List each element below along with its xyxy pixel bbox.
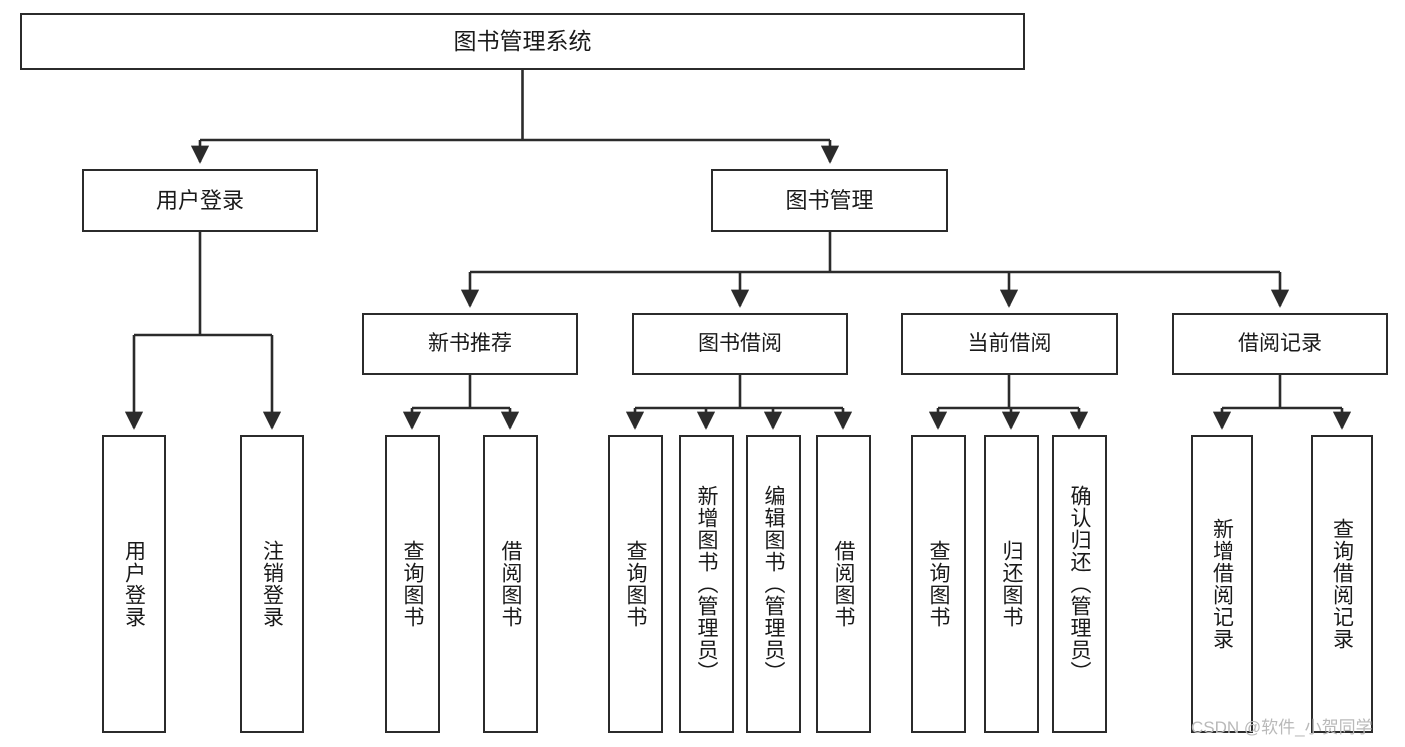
node-current-borrow-label: 当前借阅 <box>967 331 1052 355</box>
leaf-borrow-book-1-label: 借阅图书 <box>499 540 522 628</box>
leaf-query-book-3[interactable]: 查询图书 <box>911 435 966 733</box>
node-book-borrow-label: 图书借阅 <box>698 331 782 355</box>
node-book-manage[interactable]: 图书管理 <box>711 169 948 232</box>
leaf-add-book-label: 新增图书（管理员） <box>695 485 718 683</box>
leaf-confirm-return-label: 确认归还（管理员） <box>1068 485 1091 683</box>
leaf-query-book-1[interactable]: 查询图书 <box>385 435 440 733</box>
node-new-book-rec[interactable]: 新书推荐 <box>362 313 578 375</box>
node-book-manage-label: 图书管理 <box>785 187 874 213</box>
leaf-add-record[interactable]: 新增借阅记录 <box>1191 435 1253 733</box>
leaf-add-record-label: 新增借阅记录 <box>1210 518 1234 650</box>
node-new-book-rec-label: 新书推荐 <box>428 331 512 355</box>
leaf-edit-book[interactable]: 编辑图书（管理员） <box>746 435 801 733</box>
leaf-user-login-label: 用户登录 <box>122 540 146 628</box>
node-current-borrow[interactable]: 当前借阅 <box>901 313 1118 375</box>
leaf-borrow-book-2-label: 借阅图书 <box>832 540 855 628</box>
csdn-watermark: CSDN @软件_小贺同学 <box>1191 718 1373 737</box>
leaf-query-book-3-label: 查询图书 <box>927 540 950 628</box>
leaf-user-logout[interactable]: 注销登录 <box>240 435 304 733</box>
leaf-query-record[interactable]: 查询借阅记录 <box>1311 435 1373 733</box>
leaf-return-book[interactable]: 归还图书 <box>984 435 1039 733</box>
leaf-borrow-book-1[interactable]: 借阅图书 <box>483 435 538 733</box>
leaf-confirm-return[interactable]: 确认归还（管理员） <box>1052 435 1107 733</box>
node-root-label: 图书管理系统 <box>453 28 592 55</box>
node-borrow-record[interactable]: 借阅记录 <box>1172 313 1388 375</box>
leaf-return-book-label: 归还图书 <box>1000 540 1023 628</box>
leaf-user-login[interactable]: 用户登录 <box>102 435 166 733</box>
leaf-query-book-2-label: 查询图书 <box>624 540 647 628</box>
node-book-borrow[interactable]: 图书借阅 <box>632 313 848 375</box>
node-user-login-label: 用户登录 <box>155 187 244 213</box>
node-root[interactable]: 图书管理系统 <box>20 13 1025 70</box>
node-user-login[interactable]: 用户登录 <box>82 169 318 232</box>
leaf-edit-book-label: 编辑图书（管理员） <box>762 485 785 683</box>
leaf-query-record-label: 查询借阅记录 <box>1330 518 1354 650</box>
leaf-add-book[interactable]: 新增图书（管理员） <box>679 435 734 733</box>
leaf-borrow-book-2[interactable]: 借阅图书 <box>816 435 871 733</box>
node-borrow-record-label: 借阅记录 <box>1238 331 1322 355</box>
leaf-query-book-2[interactable]: 查询图书 <box>608 435 663 733</box>
leaf-query-book-1-label: 查询图书 <box>401 540 424 628</box>
leaf-user-logout-label: 注销登录 <box>260 540 284 628</box>
